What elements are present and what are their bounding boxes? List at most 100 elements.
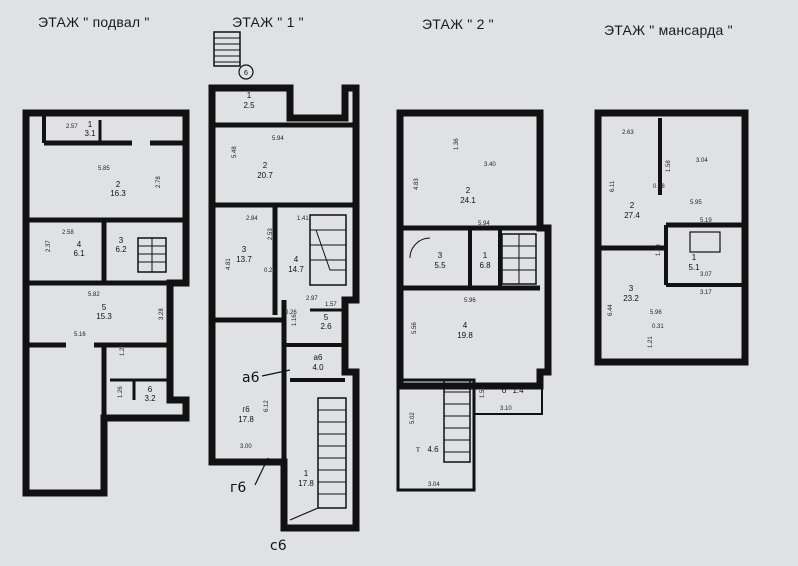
floor1-entry-stair xyxy=(213,31,241,67)
dimension: 5.19 xyxy=(700,218,712,224)
dimension: 3.10 xyxy=(500,406,512,412)
dimension-labels: 2.57 5.85 2.78 2.58 2.37 5.82 3.28 5.16 … xyxy=(46,124,712,488)
floor2-outer-wall xyxy=(396,109,552,390)
dimension: 1.28 xyxy=(656,244,662,256)
room-area: 24.1 xyxy=(460,196,476,205)
dimension: 1.41 xyxy=(297,216,309,222)
floor1-plan xyxy=(208,31,360,532)
label-g6: г6 xyxy=(230,480,246,496)
dimension: 2.37 xyxy=(46,240,52,252)
dimension: 6.11 xyxy=(610,180,616,192)
room-area: 4.0 xyxy=(312,363,324,372)
room-area: 16.3 xyxy=(110,189,126,198)
dimension: 6.12 xyxy=(264,400,270,412)
floor1-inner-stair-treads xyxy=(310,229,346,271)
floor1-outer-wall xyxy=(208,84,360,532)
dimension: 0.28 xyxy=(653,184,665,190)
room-area: 3.2 xyxy=(144,394,156,403)
room-number: 1 xyxy=(304,469,309,478)
attic-outer-wall xyxy=(594,109,749,366)
floor2-stair-treads xyxy=(502,234,536,284)
room-area: 17.8 xyxy=(298,479,314,488)
floor1-marker: 6 xyxy=(244,70,248,77)
dimension: 2.63 xyxy=(622,130,634,136)
room-area: 5.5 xyxy=(434,261,446,270)
room-number: т xyxy=(416,445,420,454)
dimension: 3.04 xyxy=(696,158,708,164)
dimension: 1.16 xyxy=(292,314,298,326)
room-number: 6 xyxy=(148,385,153,394)
dimension: 1.28 xyxy=(120,344,126,356)
floor1-entry-stair-treads xyxy=(214,37,240,63)
basement-plan xyxy=(22,109,190,497)
dimension: 1.57 xyxy=(325,302,337,308)
basement-stair-treads xyxy=(138,238,166,272)
room-area: 6.2 xyxy=(115,245,127,254)
room-area: 19.8 xyxy=(457,331,473,340)
dimension: 4.83 xyxy=(414,178,420,190)
room-number: 1 xyxy=(692,253,697,262)
room-area: 5.1 xyxy=(688,263,700,272)
floor1-main-stair-treads xyxy=(318,409,346,495)
dimension: 0.26 xyxy=(285,310,297,316)
title-floor-2: ЭТАЖ " 2 " xyxy=(422,16,494,32)
room-number: 3 xyxy=(119,236,124,245)
dimension: 1.56 xyxy=(480,386,486,398)
dimension: 2.78 xyxy=(156,176,162,188)
dimension: 3.40 xyxy=(484,162,496,168)
attic-plan xyxy=(594,109,749,366)
room-area: 3.1 xyxy=(84,129,96,138)
room-number: 2 xyxy=(630,201,635,210)
dimension: 5.56 xyxy=(412,322,418,334)
room-area: 6.1 xyxy=(73,249,85,258)
room-area: 23.2 xyxy=(623,294,639,303)
room-area: 14.7 xyxy=(288,265,304,274)
room-number: б xyxy=(502,386,507,395)
room-labels: 1 3.1 2 16.3 4 6.1 3 6.2 5 15.3 6 3.2 6 … xyxy=(73,70,700,488)
dimension: 5.94 xyxy=(272,136,284,142)
dimension: 5.96 xyxy=(650,310,662,316)
floor1-main-stair xyxy=(317,397,347,509)
dimension: 5.16 xyxy=(74,332,86,338)
floor1-marker-circle xyxy=(238,64,254,80)
room-number: 3 xyxy=(629,284,634,293)
dimension: 1.26 xyxy=(118,386,124,398)
room-number: 5 xyxy=(324,313,329,322)
dimension: 5.96 xyxy=(464,298,476,304)
room-number: 2 xyxy=(466,186,471,195)
floor1-inner-stair xyxy=(309,214,347,286)
attic-stair xyxy=(689,231,721,253)
dimension: 4.81 xyxy=(226,258,232,270)
dimension: 0.26 xyxy=(264,268,276,274)
title-attic: ЭТАЖ " мансарда " xyxy=(604,22,733,38)
dimension: 3.04 xyxy=(428,482,440,488)
dimension: 5.48 xyxy=(232,146,238,158)
room-area: 17.8 xyxy=(238,415,254,424)
room-area: 2.6 xyxy=(320,322,332,331)
floor2-door-swing xyxy=(409,237,431,259)
room-number: 5 xyxy=(102,303,107,312)
dimension: 5.02 xyxy=(410,412,416,424)
room-number: 1 xyxy=(88,120,93,129)
floor2-terrace xyxy=(396,378,476,492)
room-area: 13.7 xyxy=(236,255,252,264)
room-area: 27.4 xyxy=(624,211,640,220)
room-area: 2.5 xyxy=(243,101,255,110)
room-number: 4 xyxy=(294,255,299,264)
room-number: 3 xyxy=(438,251,443,260)
room-number: 1 xyxy=(483,251,488,260)
dimension: 1.21 xyxy=(648,336,654,348)
dimension: 2.97 xyxy=(306,296,318,302)
floor1-leader-line xyxy=(254,369,319,521)
dimension: 2.58 xyxy=(62,230,74,236)
room-number: 2 xyxy=(263,161,268,170)
title-floor-1: ЭТАЖ " 1 " xyxy=(232,14,304,30)
room-number: 4 xyxy=(463,321,468,330)
room-number: 3 xyxy=(242,245,247,254)
room-number: г6 xyxy=(242,405,250,414)
room-area: 6.8 xyxy=(479,261,491,270)
floor2-terrace-stair-treads xyxy=(444,391,470,453)
title-basement: ЭТАЖ " подвал " xyxy=(38,14,150,30)
dimension: 2.57 xyxy=(66,124,78,130)
